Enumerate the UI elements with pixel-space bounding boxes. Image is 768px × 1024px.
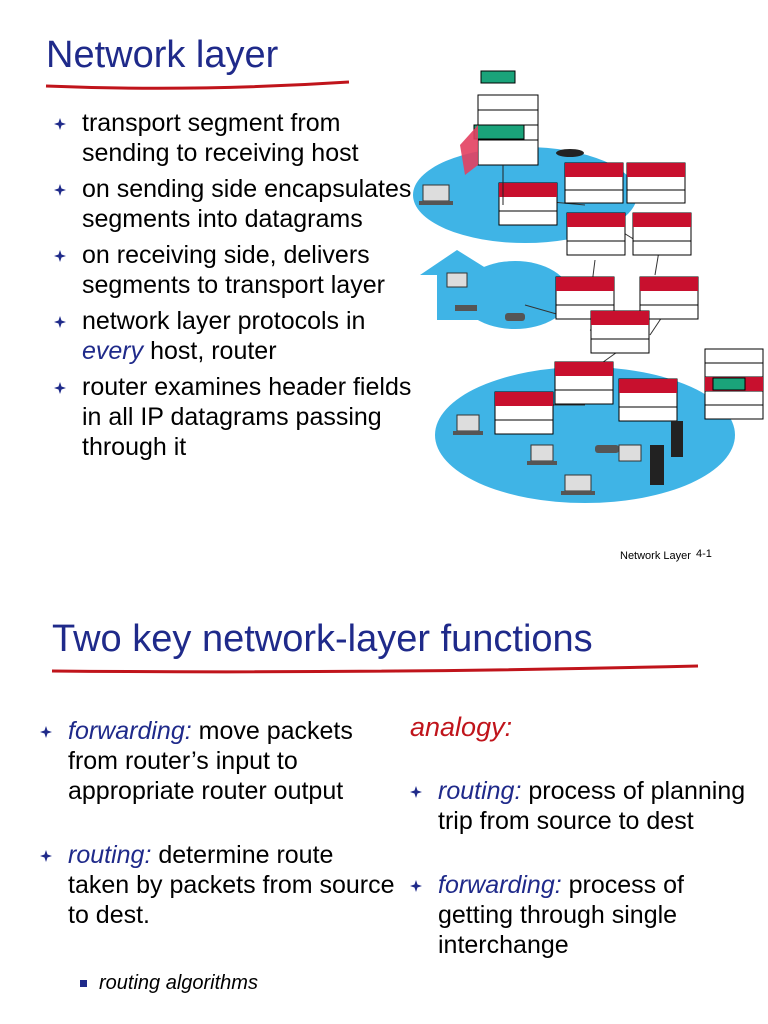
bullet-diamond-icon	[40, 726, 52, 738]
protocol-stacks	[460, 70, 764, 435]
analogy-heading: analogy:	[410, 712, 513, 742]
slide2-title: Two key network-layer functions	[52, 618, 593, 660]
bullet-diamond-icon	[54, 118, 66, 130]
title-underline	[51, 664, 699, 674]
bullet-diamond-icon	[40, 850, 52, 862]
right-bullet-list: routing: process of planning trip from s…	[410, 776, 760, 966]
network-diagram	[413, 70, 764, 503]
bullet-diamond-icon	[54, 316, 66, 328]
bullet-emphasis: forwarding:	[438, 871, 562, 899]
bullet-item: routing: process of planning trip from s…	[410, 776, 760, 836]
bullet-emphasis: routing:	[68, 841, 152, 869]
bullet-text: on sending side encapsulates segments in…	[82, 175, 412, 233]
network-devices	[419, 149, 683, 495]
bullet-text: host, router	[143, 337, 277, 365]
bullet-diamond-icon	[54, 382, 66, 394]
bullet-item: transport segment from sending to receiv…	[54, 108, 414, 168]
bullet-text: move packets from router’s input to appr…	[68, 717, 353, 805]
bullet-item: routing: determine route taken by packet…	[40, 840, 400, 930]
bullet-item: network layer protocols in every host, r…	[54, 306, 414, 366]
bullet-list: transport segment from sending to receiv…	[54, 108, 414, 468]
bullet-diamond-icon	[410, 880, 422, 892]
bullet-item: forwarding: move packets from router’s i…	[40, 716, 400, 806]
left-bullet-list: forwarding: move packets from router’s i…	[40, 716, 400, 936]
home-network-cloud	[460, 261, 570, 329]
sub-bullet: routing algorithms	[80, 972, 258, 995]
bullet-text: determine route taken by packets from so…	[68, 841, 395, 929]
footer-label: Network Layer	[620, 550, 691, 562]
slide-footer: Network Layer 4-1	[620, 548, 712, 562]
bullet-item: forwarding: process of getting through s…	[410, 870, 760, 960]
bullet-diamond-icon	[54, 250, 66, 262]
bullet-diamond-icon	[54, 184, 66, 196]
bullet-text: transport segment from sending to receiv…	[82, 109, 359, 167]
page-number: 4-1	[695, 548, 712, 560]
slide-network-layer: Network layer transport segment from sen…	[45, 34, 764, 562]
bullet-item: router examines header fields in all IP …	[54, 372, 414, 462]
bullet-text: process of planning trip from source to …	[438, 777, 746, 835]
title-underline	[45, 80, 350, 90]
bullet-text: on receiving side, delivers segments to …	[82, 241, 385, 299]
bullet-text: network layer protocols in	[82, 307, 366, 335]
bullet-text: router examines header fields in all IP …	[82, 373, 412, 461]
bullet-item: on sending side encapsulates segments in…	[54, 174, 414, 234]
sub-bullet-text: routing algorithms	[99, 972, 258, 994]
slide-two-key-functions: Two key network-layer functions forwardi…	[0, 600, 768, 1024]
bullet-text: process of getting through single interc…	[438, 871, 684, 959]
square-bullet-icon	[80, 980, 87, 988]
bullet-diamond-icon	[410, 786, 422, 798]
bullet-item: on receiving side, delivers segments to …	[54, 240, 414, 300]
bullet-emphasis: every	[82, 337, 144, 365]
bullet-emphasis: routing:	[438, 777, 522, 805]
bullet-emphasis: forwarding:	[68, 717, 192, 745]
slide1-title: Network layer	[46, 34, 279, 76]
